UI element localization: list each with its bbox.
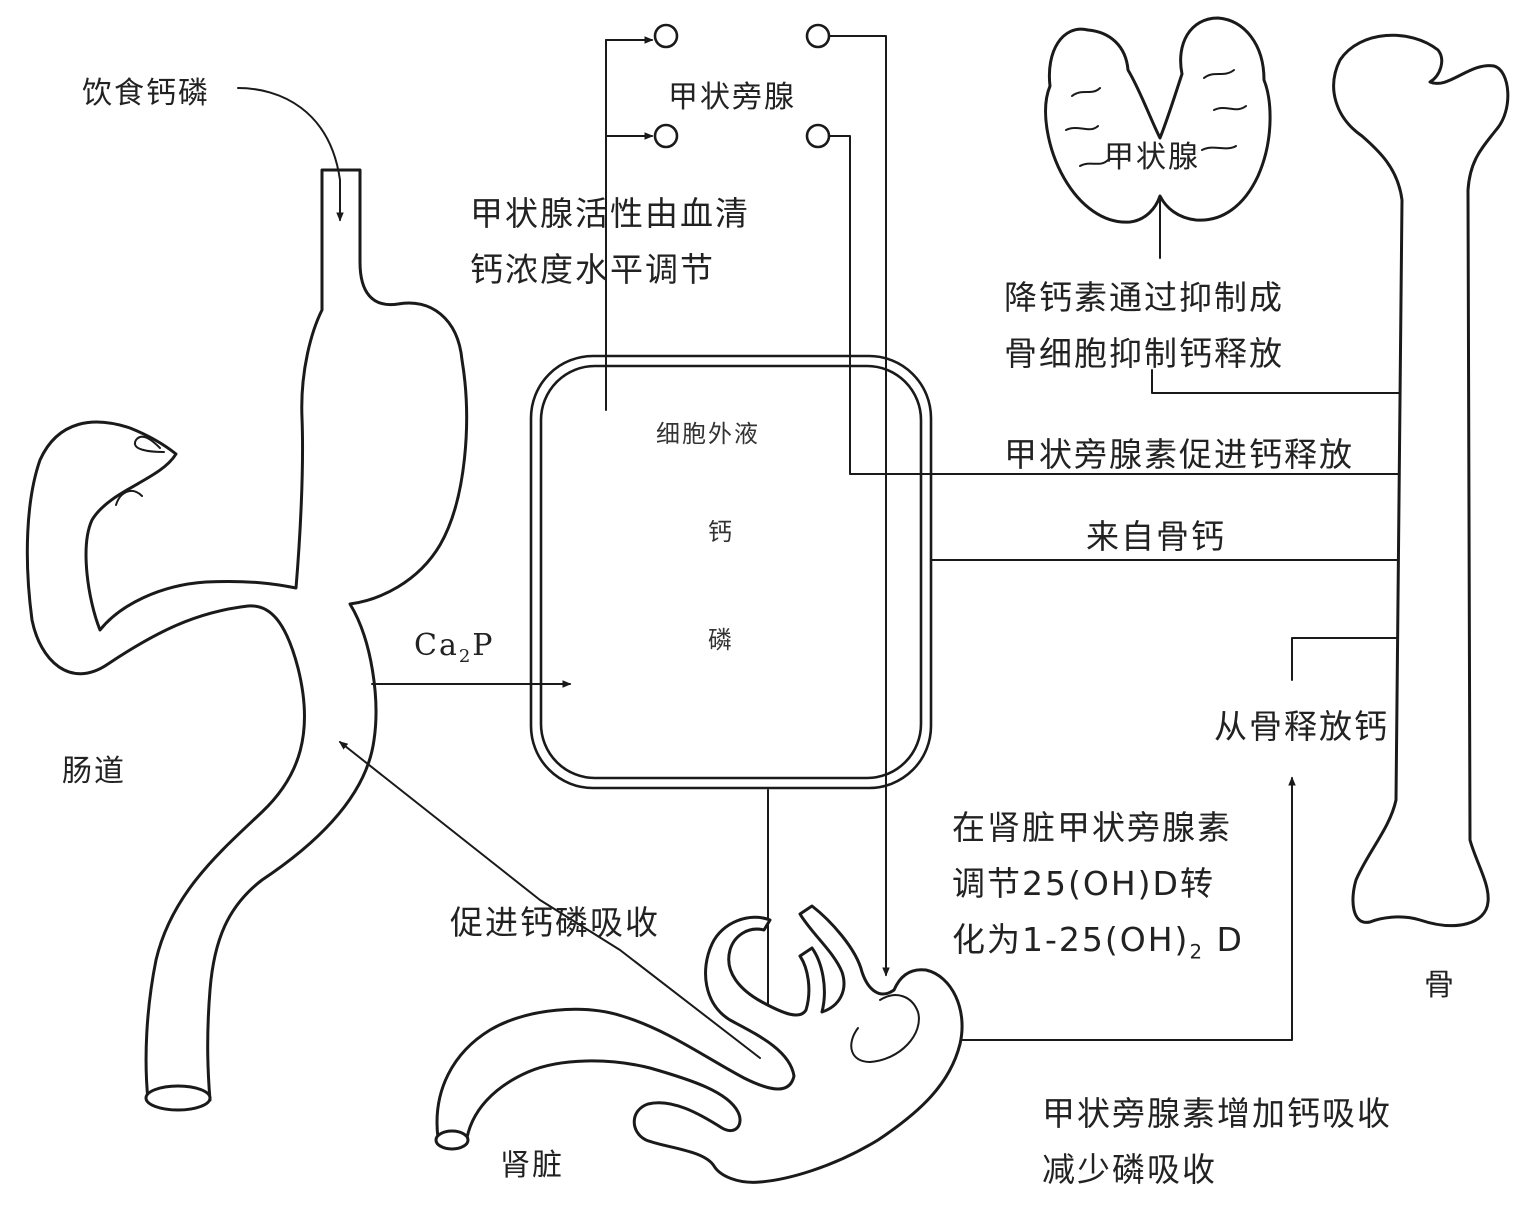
pth-to-bone-line [829,135,1448,478]
intestine-end-opening [144,1084,212,1112]
parathyroid-gland-right-top [805,23,831,49]
stomach-fold [133,435,165,453]
kidney-note-line-3-main: 化为1-25(OH) [952,920,1190,959]
release-from-bone-line [957,776,1296,1041]
label-dietary-calcium-phosphorus: 饮食钙磷 [82,76,210,111]
kidney-note-line-2: 调节25(OH)D转 [952,864,1215,903]
stomach-fold-lower [115,490,143,506]
label-ca-p: Ca2P [414,628,494,667]
label-kidney-note: 在肾脏甲状旁腺素 调节25(OH)D转 化为1-25(OH)2 D [952,800,1244,981]
kidney-illustration [434,904,964,1184]
label-extracellular-fluid: 细胞外液 [656,420,760,448]
ca-p-main: Ca [414,628,459,663]
pth-to-kidney-line [829,35,890,977]
label-release-from-bone: 从骨释放钙 [1214,707,1389,746]
kidney-to-intestine-arrow [338,741,761,1059]
ecf-box-outer [529,354,933,790]
nephron-tubule [435,904,964,1184]
kidney-note-suffix: D [1204,920,1244,959]
release-from-bone-top [1291,634,1442,681]
extracellular-fluid-box [529,354,933,790]
pth-kidney-line-2: 减少磷吸收 [1042,1150,1217,1189]
label-pth-promotes-release: 甲状旁腺素促进钙释放 [1004,435,1354,474]
thyroid-texture-left [1065,87,1109,167]
regulation-line-1: 甲状腺活性由血清 [470,194,750,233]
parathyroid-circuit [605,23,1448,977]
label-pth-kidney-note: 甲状旁腺素增加钙吸收 减少磷吸收 [1042,1086,1392,1198]
thyroid-illustration [1044,16,1272,259]
parathyroid-gland-left-bottom [653,123,679,149]
label-from-bone-calcium: 来自骨钙 [1086,517,1226,556]
calcitonin-line [1151,369,1448,397]
regulation-line-2: 钙浓度水平调节 [470,250,715,289]
nephron-loop-inner [850,994,920,1063]
thyroid-texture-right [1201,69,1247,151]
calcitonin-line-1: 降钙素通过抑制成 [1004,278,1284,317]
kidney-note-subscript: 2 [1189,940,1205,964]
ca-p-subscript: 2 [458,646,473,667]
label-regulation-note: 甲状腺活性由血清 钙浓度水平调节 [470,186,750,298]
label-intestine: 肠道 [62,754,126,789]
kidney-note-line-3: 化为1-25(OH)2 D [952,912,1244,981]
bone-illustration [1332,33,1510,928]
kidney-note-line-1: 在肾脏甲状旁腺素 [952,808,1232,847]
pth-kidney-line-1: 甲状旁腺素增加钙吸收 [1042,1094,1392,1133]
label-parathyroid-glands: 甲状旁腺 [668,80,796,115]
label-phosphorus: 磷 [708,626,734,654]
label-kidney: 肾脏 [500,1148,564,1183]
ca-p-suffix: P [472,628,495,663]
thyroid-gland [1044,16,1272,224]
parathyroid-gland-right-bottom [805,123,831,149]
kidney-tubule-opening [434,1129,470,1151]
label-thyroid: 甲状腺 [1104,140,1200,175]
stomach-intestine-illustration [25,87,469,1112]
label-promote-absorption: 促进钙磷吸收 [450,903,660,942]
label-bone: 骨 [1424,968,1456,1003]
calcitonin-line-2: 骨细胞抑制钙释放 [1004,334,1284,373]
label-calcium: 钙 [708,518,734,546]
ecf-box-inner [539,364,923,780]
esophagus-arrow [237,87,344,222]
stomach-outline [25,168,469,1102]
label-calcitonin-note: 降钙素通过抑制成 骨细胞抑制钙释放 [1004,270,1284,382]
parathyroid-gland-left-top [653,23,679,49]
